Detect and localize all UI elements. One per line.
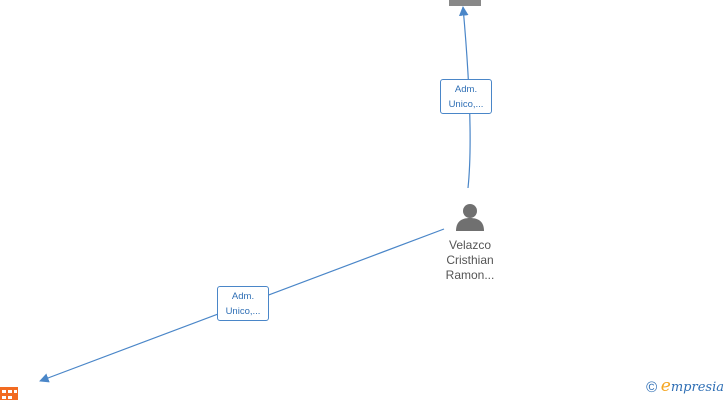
brand-logo[interactable]: © empresia	[646, 376, 724, 396]
edge-label-line: Adm.	[454, 84, 478, 95]
edge-label-line: Adm.	[231, 291, 255, 302]
person-name-line: Ramon...	[445, 268, 495, 282]
person-name: Velazco Cristhian Ramon...	[428, 238, 512, 283]
edge-label-top[interactable]: Adm. Unico,...	[440, 79, 492, 114]
company-node-top[interactable]	[449, 0, 481, 13]
building-icon	[449, 0, 481, 6]
person-node[interactable]: Velazco Cristhian Ramon...	[428, 202, 512, 283]
copyright-icon: ©	[646, 379, 658, 396]
company-node-bottom[interactable]	[0, 387, 18, 400]
edge-label-line: Unico,...	[448, 99, 484, 110]
person-name-line: Cristhian	[446, 253, 494, 267]
building-icon	[0, 387, 18, 400]
brand-initial: e	[660, 375, 671, 396]
person-name-line: Velazco	[448, 238, 492, 252]
edge-label-bottom[interactable]: Adm. Unico,...	[217, 286, 269, 321]
edge-label-line: Unico,...	[225, 306, 261, 317]
brand-name: mpresia	[670, 379, 724, 395]
person-icon	[456, 204, 484, 231]
